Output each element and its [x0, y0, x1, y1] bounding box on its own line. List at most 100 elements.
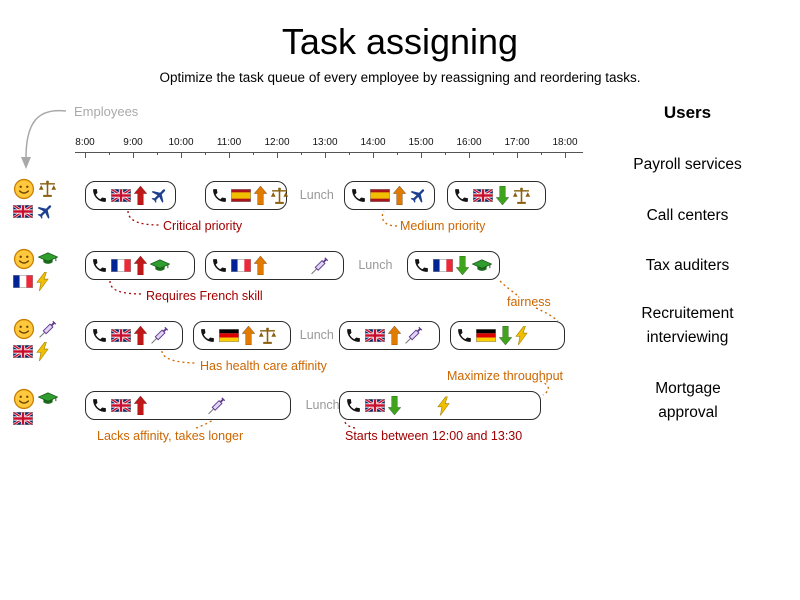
- phone-icon: [211, 257, 228, 274]
- user-item-recruitement-interviewing: Recruitement interviewing: [641, 305, 734, 347]
- timeline-half-tick: [349, 152, 351, 155]
- annotation-requires-french: Requires French skill: [146, 289, 263, 303]
- arrow-down-green-icon: [455, 256, 469, 275]
- arrow-up-red-icon: [134, 256, 147, 275]
- employee: [13, 178, 62, 221]
- phone-icon: [345, 327, 362, 344]
- annotation-fairness: fairness: [507, 295, 551, 309]
- uk-flag-icon: [111, 329, 131, 342]
- leader-medium-priority: [381, 210, 398, 227]
- timeline-half-tick: [109, 152, 111, 155]
- france-flag-icon: [111, 259, 131, 272]
- phone-icon: [91, 327, 108, 344]
- annotation-health-affinity: Has health care affinity: [200, 359, 327, 373]
- timeline-tick: [181, 152, 183, 158]
- uk-flag-icon: [365, 399, 386, 412]
- task: [193, 321, 292, 350]
- employees-arrow: [25, 109, 67, 159]
- timeline-tick: [325, 152, 327, 158]
- timeline-tick-label: 9:00: [123, 137, 143, 148]
- lightning-icon: [437, 396, 450, 415]
- lunch-label: Lunch: [299, 328, 334, 342]
- timeline-tick-label: 14:00: [360, 137, 386, 148]
- timeline-tick: [133, 152, 135, 158]
- timeline-tick: [277, 152, 279, 158]
- employee: [13, 388, 62, 425]
- arrow-up-red-icon: [134, 326, 147, 345]
- timeline-tick-label: 18:00: [552, 137, 578, 148]
- grad-cap-icon: [38, 392, 58, 406]
- arrow-up-red-icon: [134, 186, 147, 205]
- smiley-icon: [13, 388, 35, 410]
- task: [339, 391, 541, 420]
- phone-icon: [345, 397, 362, 414]
- uk-flag-icon: [365, 329, 386, 342]
- phone-icon: [91, 187, 108, 204]
- annotation-medium-priority: Medium priority: [400, 219, 486, 233]
- timeline-tick: [517, 152, 519, 158]
- task: [447, 181, 546, 210]
- germany-flag-icon: [475, 329, 496, 342]
- plane-icon: [409, 186, 428, 205]
- timeline-tick-label: 17:00: [504, 137, 530, 148]
- uk-flag-icon: [111, 399, 131, 412]
- arrow-up-orange-icon: [254, 186, 267, 205]
- timeline-tick-label: 15:00: [408, 137, 434, 148]
- scales-icon: [270, 187, 289, 205]
- task: [449, 321, 565, 350]
- annotation-lacks-affinity: Lacks affinity, takes longer: [97, 429, 244, 443]
- page-subtitle: Optimize the task queue of every employe…: [159, 70, 641, 85]
- timeline-tick-label: 13:00: [312, 137, 338, 148]
- task: [344, 181, 436, 210]
- syringe-icon: [207, 396, 226, 415]
- leader-maximize-throughput: [539, 380, 549, 396]
- leader-health-affinity: [161, 350, 198, 364]
- users-panel-title: Users: [663, 103, 712, 122]
- task: [339, 321, 441, 350]
- user-item-tax-auditers: Tax auditers: [645, 257, 730, 274]
- task: [85, 181, 177, 210]
- smiley-icon: [13, 178, 35, 200]
- syringe-icon: [150, 326, 169, 345]
- employee: [13, 318, 62, 361]
- timeline-tick-label: 10:00: [168, 137, 194, 148]
- task: [205, 251, 345, 280]
- arrow-down-green-icon: [388, 396, 402, 415]
- page-title: Task assigning: [281, 21, 519, 62]
- grad-cap-icon: [471, 258, 492, 273]
- timeline-tick-label: 12:00: [264, 137, 290, 148]
- phone-icon: [91, 257, 108, 274]
- phone-icon: [211, 187, 228, 204]
- syringe-icon: [310, 256, 329, 275]
- timeline-half-tick: [205, 152, 207, 155]
- arrow-down-green-icon: [496, 186, 510, 205]
- uk-flag-icon: [111, 189, 131, 202]
- arrow-up-red-icon: [134, 396, 147, 415]
- lightning-icon: [36, 272, 49, 291]
- arrow-up-orange-icon: [388, 326, 402, 345]
- smiley-icon: [13, 318, 35, 340]
- lunch-label: Lunch: [305, 398, 340, 412]
- timeline-tick: [565, 152, 567, 158]
- scales-icon: [258, 327, 277, 345]
- lightning-icon: [36, 342, 49, 361]
- grad-cap-icon: [150, 258, 170, 273]
- leader-fairness-bottom: [535, 307, 559, 322]
- user-item-call-centers: Call centers: [646, 207, 729, 224]
- timeline-tick: [229, 152, 231, 158]
- employees-label: Employees: [74, 104, 139, 119]
- timeline-tick: [469, 152, 471, 158]
- lunch-label: Lunch: [358, 258, 393, 272]
- scales-icon: [512, 187, 531, 205]
- leader-critical-priority: [127, 210, 160, 226]
- timeline-half-tick: [157, 152, 159, 155]
- timeline-tick-label: 8:00: [75, 137, 95, 148]
- uk-flag-icon: [13, 412, 33, 425]
- arrow-up-orange-icon: [393, 186, 407, 205]
- lunch-label: Lunch: [299, 188, 334, 202]
- phone-icon: [456, 327, 473, 344]
- timeline-half-tick: [397, 152, 399, 155]
- syringe-icon: [38, 320, 57, 339]
- syringe-icon: [404, 326, 423, 345]
